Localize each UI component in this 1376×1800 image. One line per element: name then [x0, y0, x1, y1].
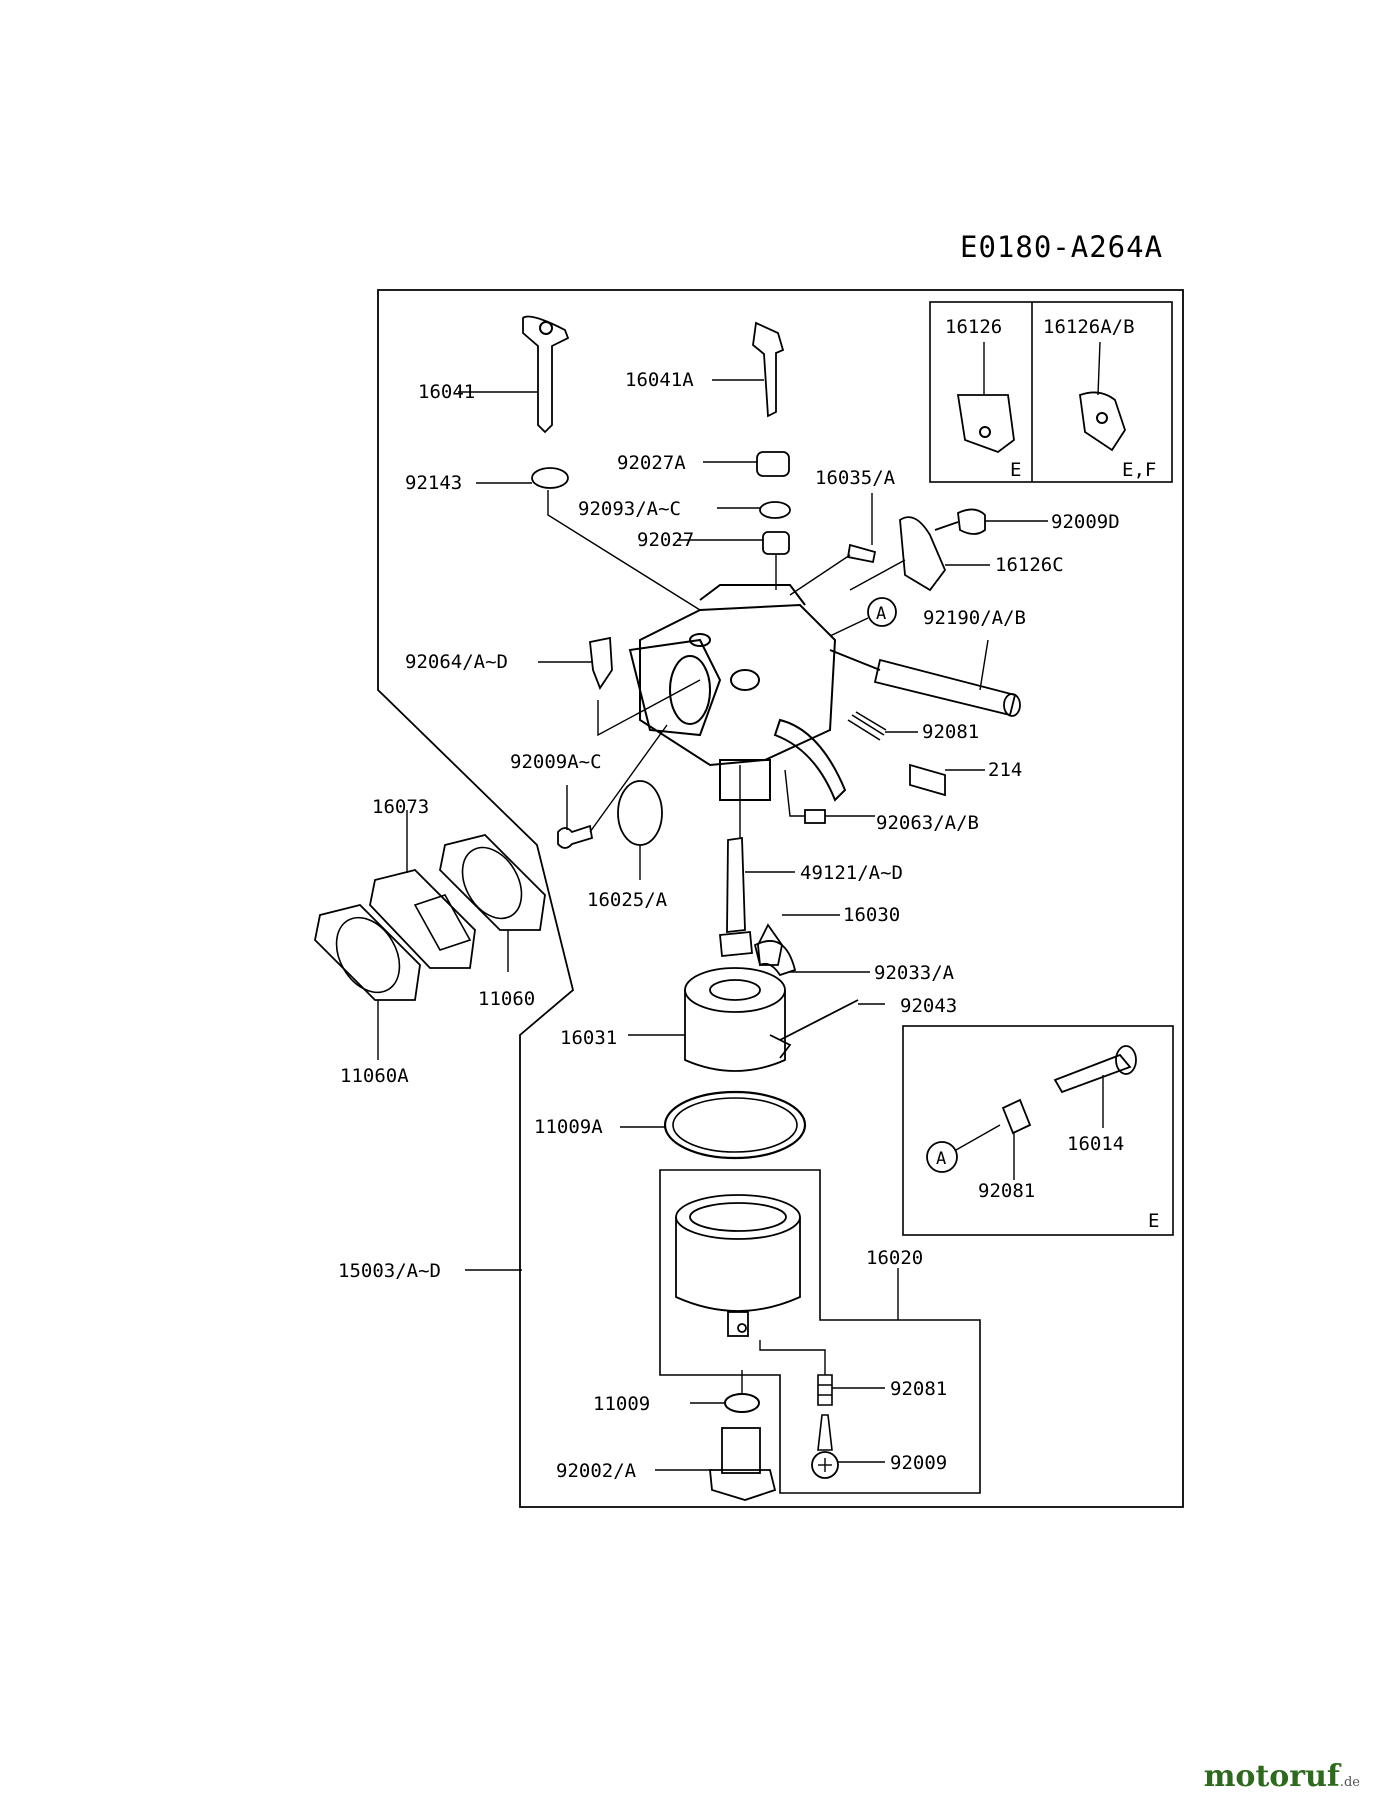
- plug-92027: [762, 531, 790, 555]
- plate-16025: [617, 780, 663, 846]
- plug-92027A: [756, 451, 790, 477]
- screw-92009: [817, 1414, 833, 1451]
- drain-bolt-92002: [709, 1427, 777, 1501]
- callout-16035: 16035/A: [815, 467, 896, 489]
- callout-16041A: 16041A: [625, 369, 694, 391]
- callout-92027A: 92027A: [617, 452, 686, 474]
- float-16031: [684, 967, 792, 1072]
- callout-11009: 11009: [593, 1393, 650, 1415]
- screw-92063: [804, 809, 826, 824]
- callout-92143: 92143: [405, 472, 462, 494]
- brand-name: motoruf: [1203, 1759, 1340, 1794]
- inset-variant-plates: 16126 16126A/B E E,F: [929, 301, 1173, 483]
- inset-idle-screw: A 16014 92081 E: [902, 1025, 1174, 1236]
- callout-92009D: 92009D: [1051, 511, 1120, 533]
- callout-16126C: 16126C: [995, 554, 1064, 576]
- callout-92081-upper: 92081: [922, 721, 979, 743]
- callout-92009AC: 92009A~C: [510, 751, 602, 773]
- callout-214: 214: [988, 759, 1022, 781]
- callout-11060A: 11060A: [340, 1065, 409, 1087]
- callout-92002: 92002/A: [556, 1460, 637, 1482]
- spring-92081-inset: [1001, 1098, 1032, 1135]
- nozzle-49121: [726, 836, 746, 934]
- inset-left-part-label: 16126: [945, 316, 1002, 338]
- inset-part-16014: 16014: [1067, 1133, 1124, 1155]
- brand-tld: .de: [1339, 1775, 1360, 1790]
- plate-16126AB: [1079, 391, 1126, 452]
- main-frame: [377, 289, 1184, 1508]
- gasket-11060: [439, 834, 546, 931]
- callout-92190: 92190/A/B: [923, 607, 1026, 629]
- callout-92027: 92027: [637, 529, 694, 551]
- ref-circle-A: [867, 597, 897, 627]
- callout-92009: 92009: [890, 1452, 947, 1474]
- seal-92143: [531, 467, 569, 489]
- insulator-16073: [369, 869, 476, 969]
- callout-92033: 92033/A: [874, 962, 955, 984]
- callout-15003: 15003/A~D: [338, 1260, 441, 1282]
- screw-92009D: [957, 508, 986, 535]
- oring-11009A: [663, 1090, 807, 1160]
- clip-92033: [753, 940, 797, 977]
- screw-214: [909, 763, 946, 797]
- callout-49121: 49121/A~D: [800, 862, 903, 884]
- washer-11009: [724, 1393, 760, 1413]
- inset-part-92081: 92081: [978, 1180, 1035, 1202]
- callout-92093: 92093/A~C: [578, 498, 681, 520]
- callout-92081-lower: 92081: [890, 1378, 947, 1400]
- callout-16073: 16073: [372, 796, 429, 818]
- inset-right-part-label: 16126A/B: [1043, 316, 1135, 338]
- callout-92043: 92043: [900, 995, 957, 1017]
- diagram-code: E0180-A264A: [960, 230, 1164, 264]
- washer-92093: [759, 501, 791, 519]
- screw-16035: [846, 543, 877, 564]
- spring-92081-upper: [847, 711, 887, 741]
- callout-11009A: 11009A: [534, 1116, 603, 1138]
- brand-logo[interactable]: motoruf.de: [1204, 1759, 1360, 1794]
- inset-ref-circle-label: A: [936, 1149, 946, 1169]
- tube-92190: [873, 658, 1017, 717]
- float-bowl-16020: [675, 1194, 801, 1337]
- callout-11060: 11060: [478, 988, 535, 1010]
- screw-92009AC: [557, 824, 594, 849]
- plate-16126: [956, 394, 1015, 454]
- callout-16031: 16031: [560, 1027, 617, 1049]
- ref-circle-A-label: A: [876, 604, 886, 624]
- inset-variant-E: E: [1148, 1210, 1159, 1232]
- spring-92081-lower: [817, 1374, 833, 1406]
- callout-16030: 16030: [843, 904, 900, 926]
- gasket-11060A: [314, 904, 421, 1001]
- callout-16025: 16025/A: [587, 889, 668, 911]
- throttle-shaft-16041: [458, 315, 570, 434]
- idle-screw-16014: [1053, 1053, 1132, 1094]
- plate-16126C: [899, 516, 947, 592]
- needle-16030: [757, 923, 783, 966]
- screw-92064: [589, 636, 613, 690]
- callout-16041: 16041: [418, 381, 475, 403]
- callout-92064: 92064/A~D: [405, 651, 508, 673]
- carburetor-body: [628, 584, 881, 802]
- inset-left-variant: E: [1010, 459, 1021, 481]
- callout-16020: 16020: [866, 1247, 923, 1269]
- inset-right-variant: E,F: [1122, 459, 1156, 481]
- choke-shaft-16041A: [712, 321, 785, 418]
- callout-92063: 92063/A/B: [876, 812, 979, 834]
